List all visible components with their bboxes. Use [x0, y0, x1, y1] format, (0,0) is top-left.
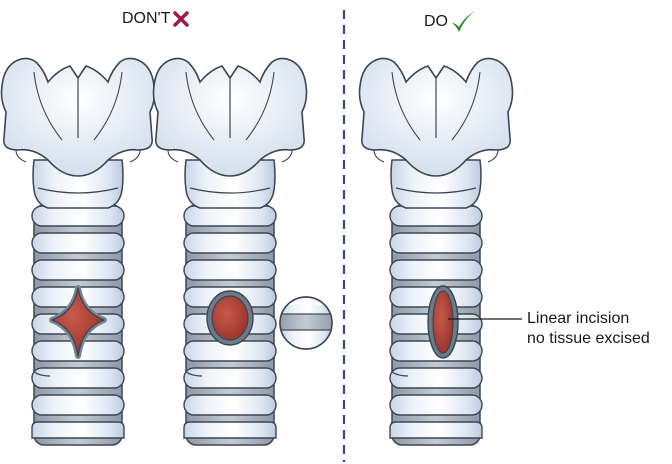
dont-heading: DON'T	[122, 10, 190, 28]
callout-line1: Linear incision	[527, 310, 630, 327]
dont-label: DON'T	[122, 10, 171, 27]
excised-tissue-disc	[279, 296, 333, 350]
stellate-incision	[49, 285, 107, 359]
window-incision	[206, 290, 254, 346]
callout-line2: no tissue excised	[527, 330, 650, 347]
linear-incision-callout: Linear incision no tissue excised	[527, 309, 650, 349]
trachea-window	[152, 57, 308, 446]
do-label: DO	[424, 13, 448, 30]
do-heading: DO	[424, 10, 476, 34]
cross-icon	[173, 11, 190, 27]
linear-incision	[427, 285, 459, 359]
check-icon	[452, 11, 475, 32]
trachea-stellate	[0, 57, 156, 446]
trachea-linear	[358, 57, 514, 446]
